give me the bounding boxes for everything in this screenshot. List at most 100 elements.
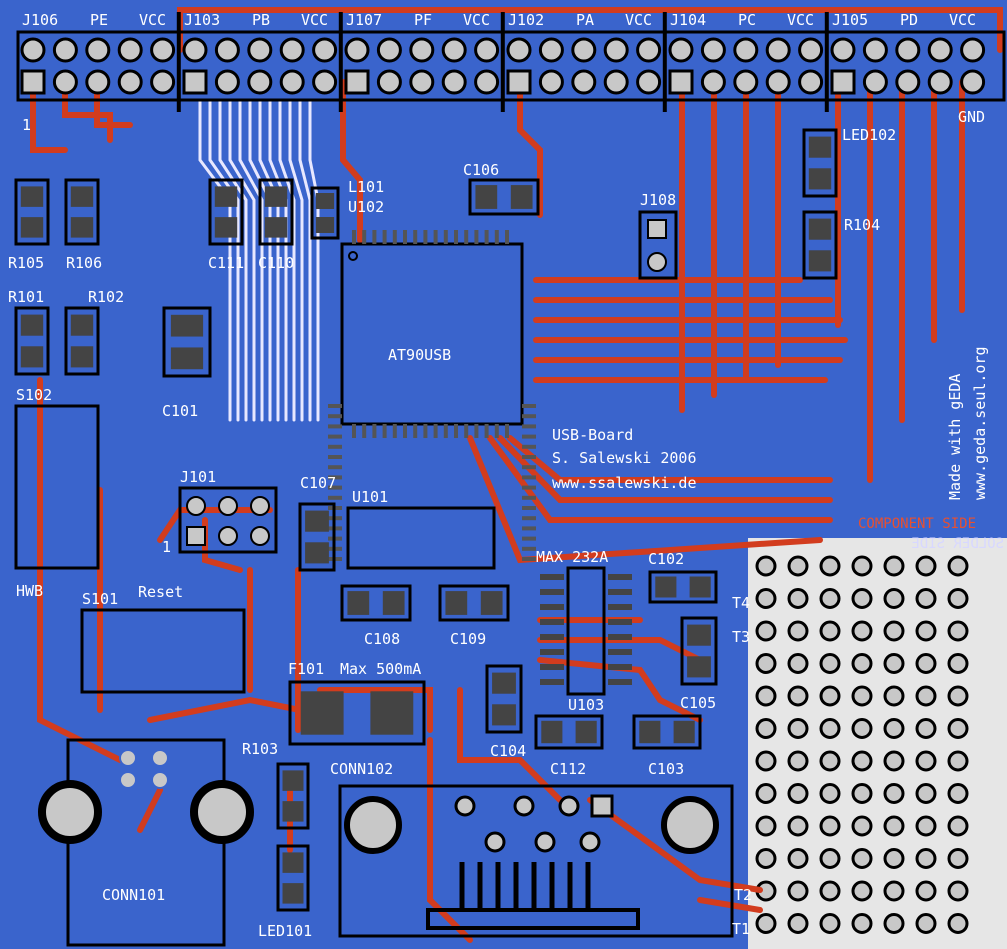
mcu-pin	[382, 424, 387, 438]
mcu-pin	[328, 404, 342, 408]
mcu-pin	[328, 414, 342, 419]
trace	[467, 435, 823, 564]
proto-hole	[915, 685, 937, 707]
proto-hole	[883, 555, 905, 577]
u103-pin	[540, 679, 564, 685]
header-pin-square	[20, 69, 46, 95]
proto-hole	[851, 653, 873, 674]
header-pin	[182, 37, 208, 63]
proto-hole	[851, 685, 873, 707]
header-pin	[441, 37, 467, 63]
proto-hole	[851, 913, 873, 934]
header-pin	[733, 37, 759, 63]
header-vcc-label: VCC	[787, 11, 814, 29]
smd-pad	[264, 217, 288, 238]
proto-hole	[947, 880, 969, 902]
trace	[30, 79, 68, 153]
smd-outline	[534, 714, 604, 750]
smd-pad	[315, 217, 335, 233]
header-pin	[20, 37, 46, 63]
header-pin	[85, 37, 111, 63]
conn101-mount-left	[38, 780, 102, 844]
header-vcc-label: VCC	[301, 11, 328, 29]
mcu-pin	[494, 230, 499, 244]
smd-pad	[575, 720, 597, 744]
smd-pad	[170, 314, 204, 337]
smd-pad	[70, 314, 94, 336]
header-pin	[668, 37, 694, 63]
silk-label-j101: J101	[180, 468, 216, 486]
proto-hole	[787, 718, 809, 739]
credit-author: S. Salewski 2006	[552, 449, 697, 467]
trace	[697, 897, 763, 913]
j101-pin	[218, 496, 238, 516]
mcu-pins	[328, 230, 536, 561]
trace	[537, 637, 703, 663]
silk-label-c109: C109	[450, 630, 486, 648]
header-pin	[376, 69, 402, 95]
silk-label-r102: R102	[88, 288, 124, 306]
proto-hole	[787, 588, 809, 609]
proto-hole	[819, 848, 841, 869]
smd-pad	[808, 218, 832, 240]
mcu-pin	[392, 424, 397, 438]
proto-hole	[819, 880, 841, 902]
mcu-pin	[423, 424, 428, 438]
header-pin	[85, 69, 111, 95]
signal-trace	[308, 98, 320, 422]
header-port-label: PF	[414, 11, 432, 29]
silk-label-r103: R103	[242, 740, 278, 758]
header-pin	[474, 69, 500, 95]
proto-hole	[819, 913, 841, 934]
u103-pin	[608, 679, 632, 685]
mcu-pin	[522, 526, 536, 531]
proto-hole	[819, 620, 841, 642]
proto-hole	[819, 588, 841, 609]
silk-label-c103: C103	[648, 760, 684, 778]
proto-hole	[947, 750, 969, 772]
trace	[517, 79, 543, 218]
smd-outline	[162, 306, 212, 378]
silk-label-fuse-note: Max 500mA	[340, 660, 421, 678]
header-pin	[927, 69, 953, 95]
header-pin	[409, 69, 435, 95]
proto-hole	[947, 913, 969, 934]
header-vcc-label: VCC	[139, 11, 166, 29]
proto-hole	[819, 718, 841, 739]
header-pin	[960, 37, 986, 63]
header-pin	[506, 37, 532, 63]
proto-hole	[787, 555, 809, 577]
header-port-label: PA	[576, 11, 594, 29]
u103-pin	[608, 619, 632, 625]
smd-outline	[208, 178, 244, 246]
mcu-pin	[443, 230, 448, 244]
smd-outline	[802, 128, 838, 198]
header-pin	[344, 37, 370, 63]
mcu-pin	[423, 230, 428, 244]
mcu-pin	[464, 230, 469, 244]
smd-pad	[264, 186, 288, 207]
mcu-pin	[352, 424, 356, 438]
smd-outline	[468, 178, 540, 216]
proto-hole	[915, 815, 937, 837]
silk-label-u101: U101	[352, 488, 388, 506]
silk-label-r104: R104	[844, 216, 880, 234]
header-pin	[571, 69, 597, 95]
header-pin	[798, 69, 824, 95]
silk-label-s102: S102	[16, 386, 52, 404]
mcu-pin	[328, 434, 342, 439]
trace	[457, 687, 563, 803]
silk-label-r106: R106	[66, 254, 102, 272]
smd-pad	[808, 136, 832, 158]
credit-geda-url: www.geda.seul.org	[971, 346, 989, 500]
proto-hole	[883, 750, 905, 772]
smd-pad	[492, 704, 516, 726]
silk-label-u103: U103	[568, 696, 604, 714]
component-side-label: COMPONENT SIDE	[858, 516, 976, 532]
header-ref-label: J102	[508, 11, 544, 29]
copper-traces	[30, 7, 1003, 943]
smd-outline	[648, 570, 718, 604]
proto-hole	[947, 555, 969, 577]
